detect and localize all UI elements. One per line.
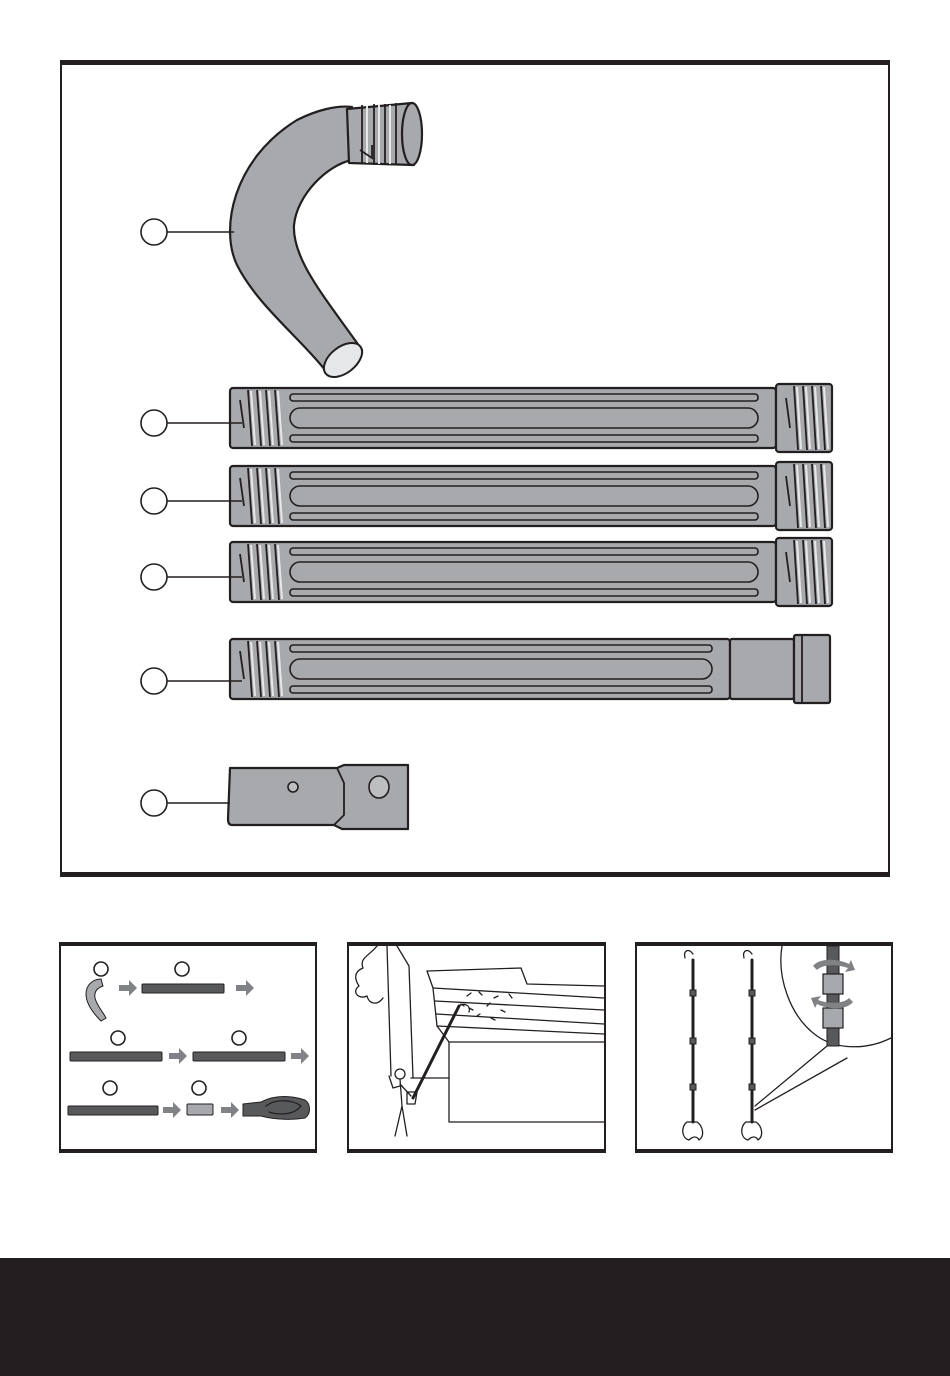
rotation-detail-panel — [635, 942, 893, 1153]
joint-mini — [749, 1084, 755, 1090]
elbow-mini — [86, 979, 106, 1021]
arrow-icon — [163, 1102, 181, 1118]
step-callout — [192, 1081, 206, 1095]
callout-tube — [141, 410, 242, 436]
step-callout — [103, 1081, 117, 1095]
end-tube — [230, 635, 830, 703]
extension-tube-1 — [230, 384, 832, 452]
callout-elbow — [141, 219, 234, 245]
parts-drawing — [62, 65, 888, 872]
step-callout — [232, 1031, 246, 1045]
arrow-icon — [291, 1048, 309, 1064]
rotation-detail-drawing — [637, 946, 891, 1149]
elbow-tube — [230, 103, 422, 384]
assembly-steps-drawing — [61, 946, 315, 1149]
adapter — [228, 765, 408, 829]
tube-mini — [68, 1106, 158, 1115]
joint-mini — [690, 990, 696, 996]
parts-overview-panel — [60, 60, 890, 877]
step-callout — [111, 1031, 125, 1045]
arrow-icon — [221, 1102, 239, 1118]
arrow-icon — [236, 980, 254, 996]
joint-mini — [749, 1038, 755, 1044]
joint-mini — [749, 990, 755, 996]
footer-bar — [0, 1258, 950, 1376]
callout-tube — [141, 564, 242, 590]
callout-tube — [141, 488, 242, 514]
arrow-icon — [119, 980, 137, 996]
joint-mini — [690, 1084, 696, 1090]
extension-tube-3 — [230, 538, 832, 606]
coupling-detail — [823, 1008, 843, 1028]
callout-adapter — [141, 790, 230, 816]
extension-tube-2 — [230, 462, 832, 530]
tube-mini — [70, 1052, 162, 1061]
coupling-detail — [823, 974, 843, 994]
assembly-steps-panel — [59, 942, 317, 1153]
usage-illustration-panel — [347, 942, 606, 1153]
step-callout — [94, 962, 108, 976]
joint-mini — [690, 1038, 696, 1044]
arrow-icon — [169, 1048, 187, 1064]
tube-mini — [142, 984, 224, 993]
step-callout — [175, 962, 189, 976]
adapter-mini — [187, 1104, 213, 1115]
tube-group — [141, 384, 832, 703]
gutter-cleaning-drawing — [349, 946, 604, 1149]
tube-mini — [193, 1052, 285, 1061]
callout-tube — [141, 668, 242, 694]
